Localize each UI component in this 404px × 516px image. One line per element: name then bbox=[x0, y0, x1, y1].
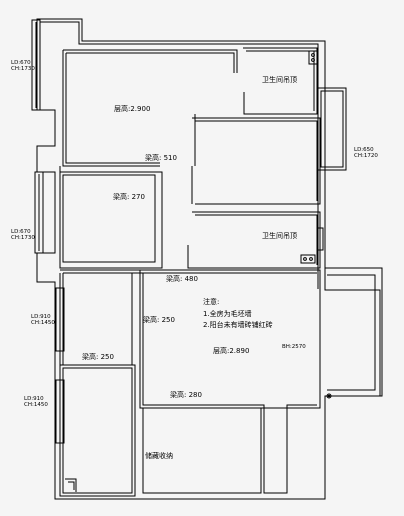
window-ld-label: LD:670 bbox=[11, 60, 31, 66]
dimension-label: BH:2570 bbox=[282, 344, 306, 350]
window-ld-label: LD:650 bbox=[354, 147, 374, 153]
window-ch-label: CH:1450 bbox=[31, 320, 55, 326]
top-bedroom bbox=[62, 49, 238, 167]
beam-height-label: 梁高: 250 bbox=[82, 352, 114, 361]
small-window-right bbox=[316, 227, 324, 251]
window-left-mid bbox=[34, 171, 44, 254]
living-room bbox=[60, 269, 321, 494]
storage-room bbox=[142, 408, 262, 494]
lower-bathroom bbox=[187, 211, 321, 269]
room-label-bathroom: 卫生间吊顶 bbox=[262, 231, 297, 240]
window-ch-label: CH:1720 bbox=[354, 153, 378, 159]
middle-bedroom bbox=[59, 166, 163, 269]
window-right-top bbox=[317, 87, 347, 171]
beam-height-label: 梁高: 280 bbox=[170, 390, 202, 399]
window-ld-label: LD:670 bbox=[11, 229, 31, 235]
beam-height-label: 梁高: 510 bbox=[145, 153, 177, 162]
ceiling-height-label: 层高:2.900 bbox=[114, 104, 150, 113]
room-label-bathroom: 卫生间吊顶 bbox=[262, 75, 297, 84]
window-left-top bbox=[31, 19, 41, 111]
window-ch-label: CH:1730 bbox=[11, 66, 35, 72]
beam-height-label: 梁高: 480 bbox=[166, 274, 198, 283]
lower-left-rooms bbox=[59, 273, 136, 497]
notes-line: 2.阳台未有墙砖铺红砖 bbox=[203, 320, 273, 329]
balcony bbox=[325, 267, 383, 399]
beam-height-label: 梁高: 250 bbox=[143, 315, 175, 324]
top-bathroom bbox=[243, 47, 318, 115]
window-ld-label: LD:910 bbox=[24, 396, 44, 402]
window-left-lower-2 bbox=[55, 379, 65, 444]
corner-fixture bbox=[65, 478, 77, 492]
window-ch-label: CH:1730 bbox=[11, 235, 35, 241]
beam-height-label: 梁高: 270 bbox=[113, 192, 145, 201]
window-ld-label: LD:910 bbox=[31, 314, 51, 320]
right-top-room bbox=[192, 114, 321, 205]
room-label-storage: 储藏收纳 bbox=[145, 451, 173, 460]
notes-line: 1.全房为毛坯墙 bbox=[203, 309, 252, 318]
notes-title: 注意: bbox=[203, 297, 219, 306]
window-ch-label: CH:1450 bbox=[24, 402, 48, 408]
window-left-lower-1 bbox=[55, 287, 65, 352]
corridor bbox=[161, 166, 193, 268]
ceiling-height-label: 层高:2.890 bbox=[213, 346, 249, 355]
